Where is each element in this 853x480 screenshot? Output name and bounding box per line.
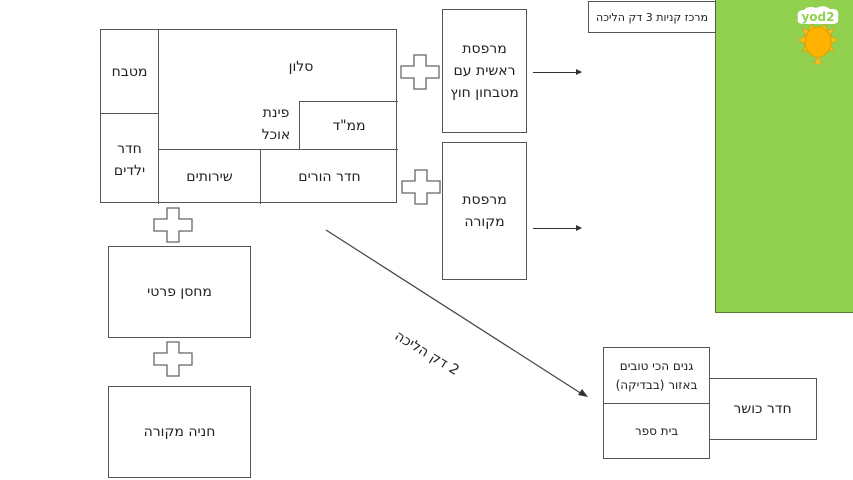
logo-text: yod2	[801, 10, 834, 24]
balcony-covered-line2: מקורה	[464, 214, 505, 230]
balcony-main-line2: ראשית עם	[453, 63, 516, 79]
arrow-right-icon	[533, 225, 582, 231]
kindergartens-box: גנים הכי טובים באזור (בבדיקה)	[603, 347, 710, 404]
wall	[101, 113, 159, 115]
room-bathrooms: שירותים	[186, 169, 233, 185]
school-label: בית ספר	[634, 424, 679, 438]
room-living: סלון	[288, 59, 314, 75]
sun-icon	[797, 23, 839, 65]
kindergartens-line1: גנים הכי טובים	[619, 358, 694, 373]
yad2-logo: yod2	[797, 6, 839, 65]
kindergartens-line2: באזור (בבדיקה)	[615, 377, 698, 392]
wall	[299, 101, 398, 103]
wall	[299, 101, 301, 150]
storage-label: מחסן פרטי	[147, 284, 212, 300]
room-safe-room: ממ"ד	[332, 118, 366, 134]
plus-icon	[153, 341, 193, 377]
balcony-covered: מרפסת מקורה	[442, 142, 527, 280]
storage-box: מחסן פרטי	[108, 246, 251, 338]
balcony-main-line3: מטבחון חוץ	[450, 85, 519, 101]
school-box: בית ספר	[603, 403, 710, 459]
arrow-right-icon	[533, 69, 582, 75]
room-dining-line2: אוכל	[261, 127, 291, 143]
plus-icon	[400, 54, 440, 90]
wall	[158, 149, 398, 151]
floor-plan: מטבח חדר ילדים סלון פינת אוכל ממ"ד שירות…	[100, 29, 398, 204]
balcony-covered-line1: מרפסת	[462, 192, 507, 208]
room-dining: פינת אוכל	[251, 102, 301, 146]
room-kitchen: מטבח	[111, 64, 148, 80]
parking-label: חניה מקורה	[143, 424, 216, 440]
room-kids-line2: ילדים	[113, 163, 146, 179]
gym-label: חדר כושר	[733, 401, 792, 417]
gym-box: חדר כושר	[708, 378, 817, 440]
wall	[158, 30, 160, 204]
room-dining-line1: פינת	[262, 105, 290, 121]
room-kids-line1: חדר	[117, 141, 142, 157]
shopping-center-box: מרכז קניות 3 דק הליכה	[588, 1, 716, 33]
park-area	[715, 0, 853, 313]
plus-icon	[401, 169, 441, 205]
room-kids: חדר ילדים	[101, 138, 158, 182]
room-master-bedroom: חדר הורים	[298, 169, 361, 185]
plus-icon	[153, 207, 193, 243]
shopping-center-label: מרכז קניות 3 דק הליכה	[596, 10, 708, 24]
wall	[260, 149, 262, 204]
balcony-main: מרפסת ראשית עם מטבחון חוץ	[442, 9, 527, 133]
parking-box: חניה מקורה	[108, 386, 251, 478]
balcony-main-line1: מרפסת	[462, 41, 507, 57]
